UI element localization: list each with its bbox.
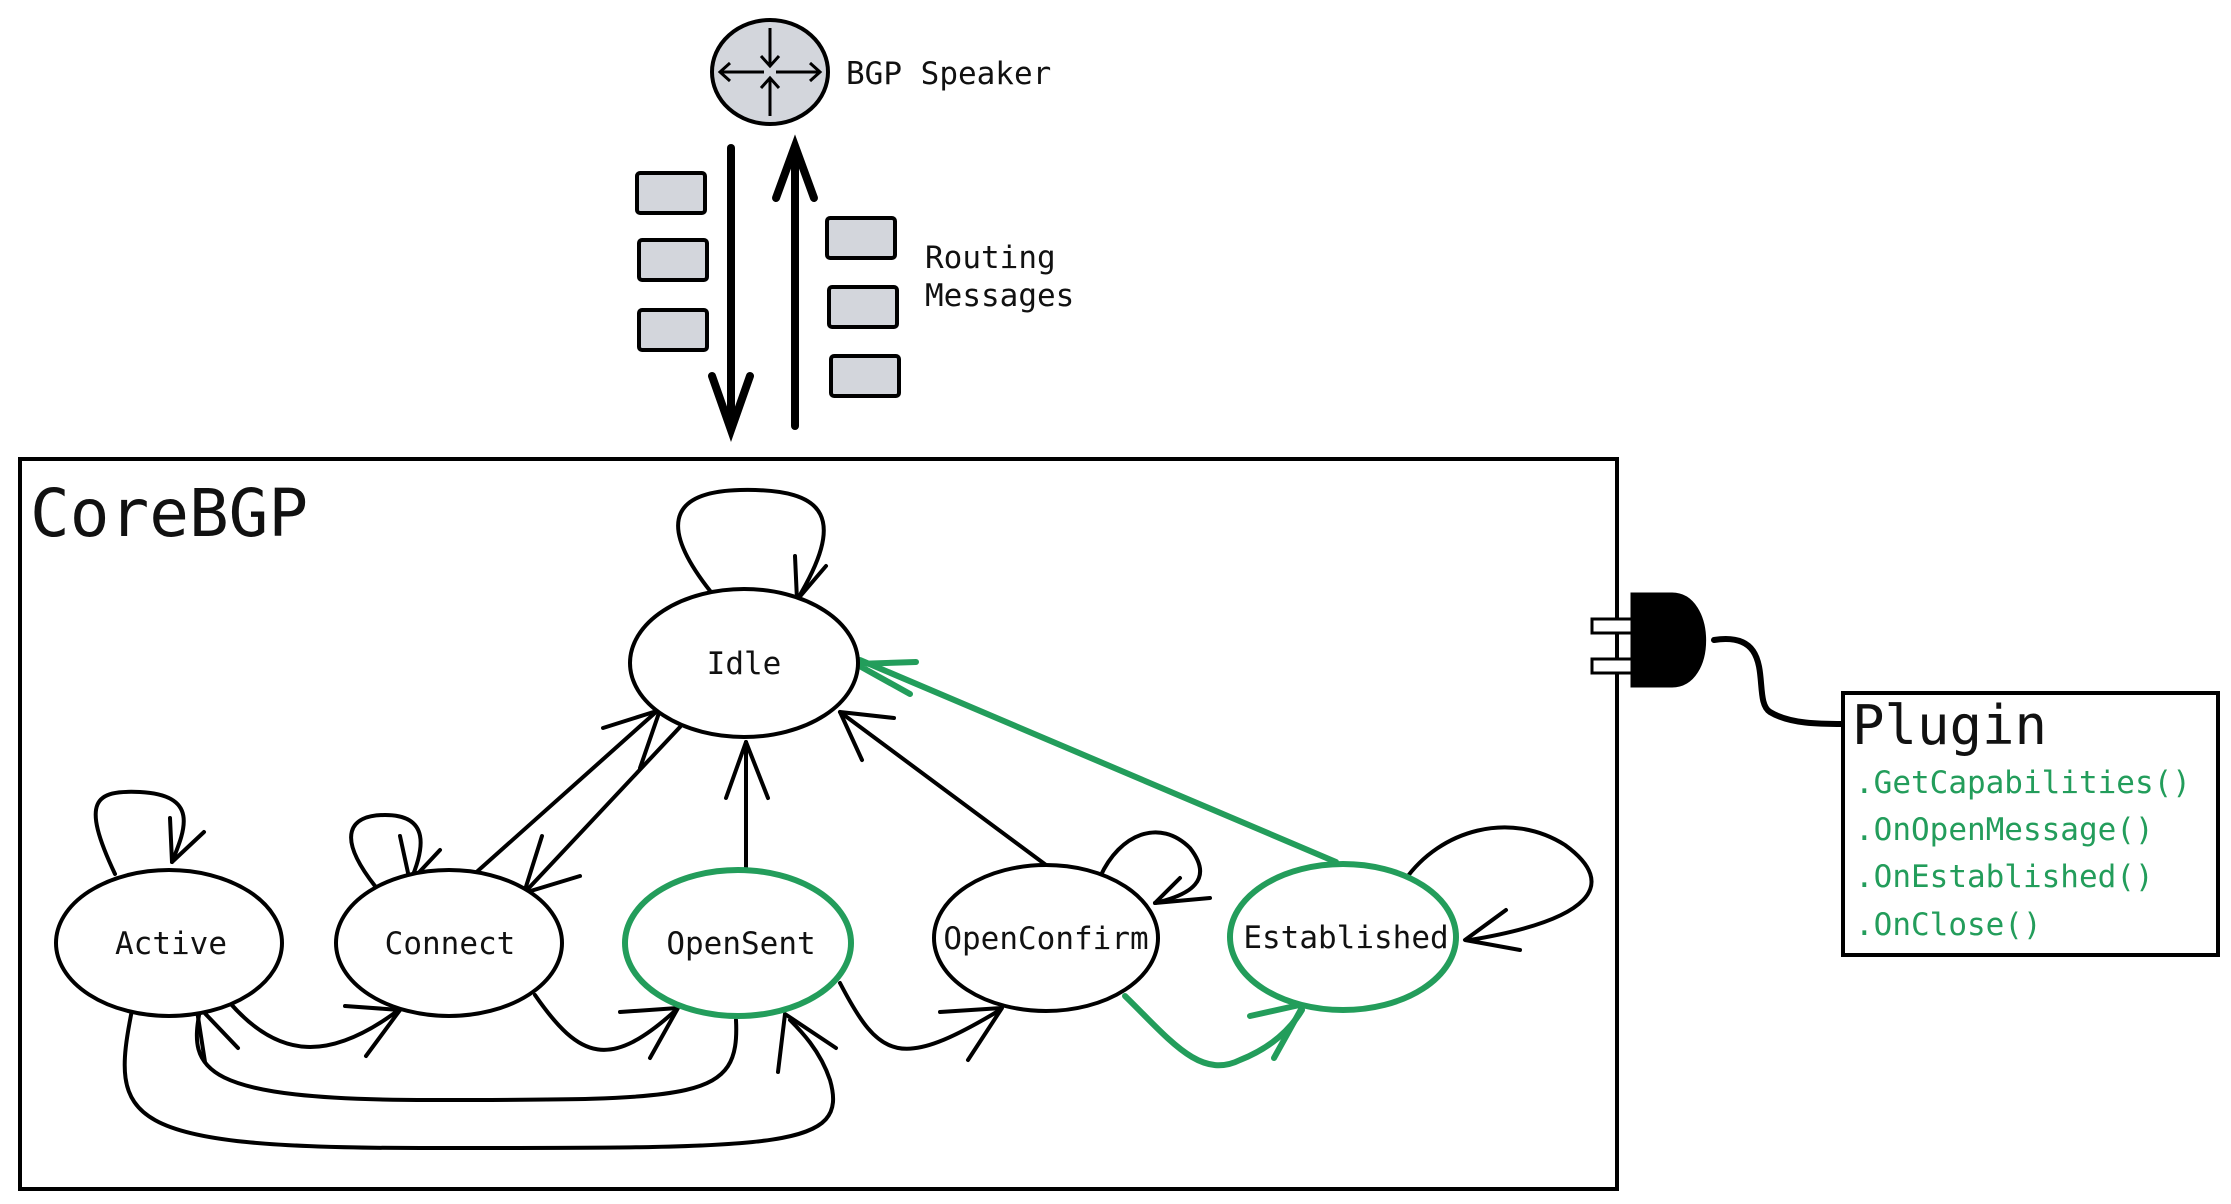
plugin-container (1841, 691, 2220, 957)
routing-messages-label-line1: Routing (925, 240, 1056, 276)
plugin-title: Plugin (1852, 694, 2047, 757)
routing-messages-label-line2: Messages (925, 278, 1074, 314)
plugin-method: .OnOpenMessage() (1855, 812, 2154, 848)
message-packet (637, 238, 709, 282)
message-packet (827, 285, 899, 329)
state-established: Established (1227, 861, 1459, 1013)
state-opensent: OpenSent (622, 867, 854, 1019)
state-active: Active (54, 868, 284, 1018)
message-packet (825, 216, 897, 260)
plug-icon (1590, 592, 1846, 727)
message-packet (635, 171, 707, 215)
upward-message-arrow (772, 134, 818, 430)
state-openconfirm: OpenConfirm (932, 863, 1160, 1013)
plugin-method: .GetCapabilities() (1855, 765, 2191, 801)
state-label: Active (115, 926, 227, 962)
state-idle: Idle (628, 587, 860, 739)
fsm-transitions (93, 487, 1594, 1151)
bgp-speaker-label: BGP Speaker (846, 56, 1051, 92)
state-label: Established (1243, 920, 1448, 956)
downward-message-arrow (708, 144, 754, 443)
state-connect: Connect (334, 868, 564, 1018)
message-packet (637, 308, 709, 352)
message-packets (635, 171, 901, 398)
message-packet (829, 354, 901, 398)
state-label: Idle (707, 646, 782, 682)
plugin-method: .OnEstablished() (1855, 859, 2154, 895)
corebgp-title: CoreBGP (30, 475, 308, 552)
router-icon (710, 18, 830, 126)
plugin-method: .OnClose() (1855, 907, 2042, 943)
corebgp-container (18, 457, 1619, 1191)
state-label: OpenSent (666, 926, 815, 962)
state-label: Connect (385, 926, 516, 962)
state-label: OpenConfirm (943, 921, 1148, 957)
